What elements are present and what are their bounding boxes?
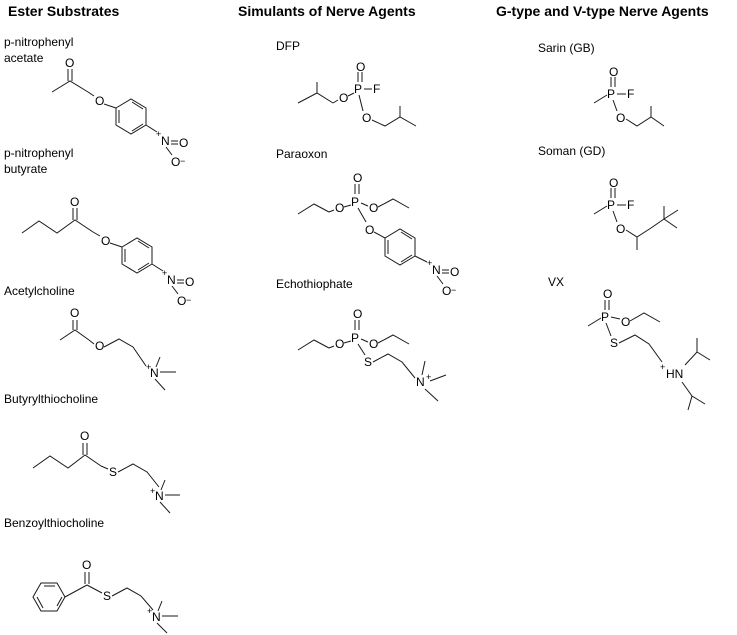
atom-o: O xyxy=(369,337,378,351)
atom-o: O xyxy=(101,234,110,248)
label-dfp: DFP xyxy=(276,39,300,53)
atom-p: P xyxy=(607,198,615,212)
structure-acetylcholine: O O + N xyxy=(59,306,176,391)
atom-f: F xyxy=(627,87,634,101)
atom-p: P xyxy=(354,82,362,96)
atom-o: O xyxy=(353,307,362,321)
atom-o: O xyxy=(365,223,374,237)
structure-benzoylthiocholine: O S + N xyxy=(32,558,178,634)
atom-n: N xyxy=(161,134,170,148)
label-p-nitrophenyl-butyrate: p-nitrophenyl butyrate xyxy=(4,145,73,177)
header-ester-substrates: Ester Substrates xyxy=(8,3,120,19)
label-soman: Soman (GD) xyxy=(538,144,606,158)
label-p-nitrophenyl-acetate: p-nitrophenyl acetate xyxy=(4,34,73,66)
atom-p: P xyxy=(351,195,359,209)
atom-o: O xyxy=(185,275,194,289)
atom-o: O xyxy=(353,171,362,185)
atom-n: N xyxy=(150,366,159,380)
atom-o: O xyxy=(177,294,186,308)
charge-minus: − xyxy=(451,285,456,295)
structure-p-nitrophenyl-butyrate: O O + N O O − xyxy=(21,195,194,308)
label-vx: VX xyxy=(548,275,565,289)
label-echothiophate: Echothiophate xyxy=(276,277,353,291)
charge-plus: + xyxy=(426,372,431,382)
atom-o: O xyxy=(82,558,91,572)
label-butyrylthiocholine: Butyrylthiocholine xyxy=(4,392,99,406)
atom-p: P xyxy=(351,331,359,345)
atom-o: O xyxy=(609,176,618,190)
structure-soman: P O F O xyxy=(593,176,679,250)
atom-hn: HN xyxy=(666,367,683,381)
atom-o: O xyxy=(339,91,348,105)
charge-minus: − xyxy=(186,295,191,305)
atom-o: O xyxy=(80,429,89,443)
atom-o: O xyxy=(70,195,79,209)
atom-o: O xyxy=(335,201,344,215)
atom-f: F xyxy=(373,82,380,96)
atom-o: O xyxy=(442,284,451,298)
atom-o: O xyxy=(70,306,79,320)
atom-o: O xyxy=(171,155,180,169)
structure-vx: P O O S + HN xyxy=(587,287,711,411)
atom-o: O xyxy=(335,337,344,351)
atom-s: S xyxy=(109,465,117,479)
atom-n: N xyxy=(432,263,441,277)
atom-f: F xyxy=(627,198,634,212)
atom-s: S xyxy=(610,336,618,350)
charge-plus: + xyxy=(660,362,665,372)
charge-plus: + xyxy=(146,362,151,372)
charge-minus: − xyxy=(180,156,185,166)
atom-o: O xyxy=(65,56,74,70)
label-line-1: p-nitrophenyl xyxy=(4,35,74,49)
label-benzoylthiocholine: Benzoylthiocholine xyxy=(4,516,105,530)
atom-n: N xyxy=(155,489,164,503)
structure-paraoxon: O P O O O + N O O − xyxy=(297,171,459,298)
structure-butyrylthiocholine: O S + N xyxy=(32,429,180,514)
charge-plus: + xyxy=(162,268,167,278)
label-acetylcholine: Acetylcholine xyxy=(4,284,75,298)
label-sarin: Sarin (GB) xyxy=(538,41,595,55)
structure-dfp: O P O F O xyxy=(297,60,417,127)
atom-o: O xyxy=(95,94,104,108)
charge-plus: + xyxy=(150,486,155,496)
atom-o: O xyxy=(450,265,459,279)
charge-plus: + xyxy=(156,129,161,139)
atom-o: O xyxy=(603,287,612,301)
label-paraoxon: Paraoxon xyxy=(276,147,328,161)
atom-o: O xyxy=(616,222,625,236)
header-g-v-nerve-agents: G-type and V-type Nerve Agents xyxy=(496,3,709,19)
atom-o: O xyxy=(179,136,188,150)
atom-p: P xyxy=(601,310,609,324)
structure-p-nitrophenyl-acetate: O O + N O O − xyxy=(51,56,188,169)
atom-o: O xyxy=(369,201,378,215)
label-line-2: acetate xyxy=(4,51,44,65)
atom-p: P xyxy=(607,87,615,101)
atom-n: N xyxy=(416,375,425,389)
structure-echothiophate: O P O O S N + xyxy=(297,307,447,402)
atom-o: O xyxy=(621,315,630,329)
charge-plus: + xyxy=(427,258,432,268)
charge-plus: + xyxy=(147,606,152,616)
atom-o: O xyxy=(95,339,104,353)
atom-n: N xyxy=(152,610,161,624)
atom-s: S xyxy=(364,355,372,369)
atom-o: O xyxy=(356,60,365,74)
label-line-1: p-nitrophenyl xyxy=(4,146,74,160)
label-line-2: butyrate xyxy=(4,162,48,176)
atom-s: S xyxy=(103,589,111,603)
atom-o: O xyxy=(616,111,625,125)
atom-o: O xyxy=(609,65,618,79)
header-nerve-agent-simulants: Simulants of Nerve Agents xyxy=(238,3,416,19)
structure-sarin: P O F O xyxy=(593,65,665,127)
atom-o: O xyxy=(362,111,371,125)
atom-n: N xyxy=(167,273,176,287)
